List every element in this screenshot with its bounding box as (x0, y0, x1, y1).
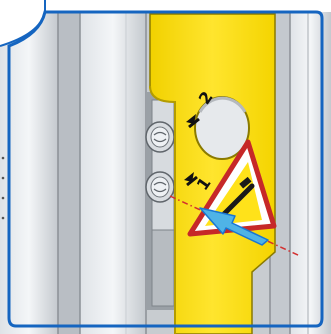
screw-icon (146, 122, 174, 152)
left-rail-shadow (58, 0, 80, 334)
screw-icon (146, 172, 174, 202)
left-rail-inner (80, 0, 146, 334)
right-rail (290, 0, 331, 334)
